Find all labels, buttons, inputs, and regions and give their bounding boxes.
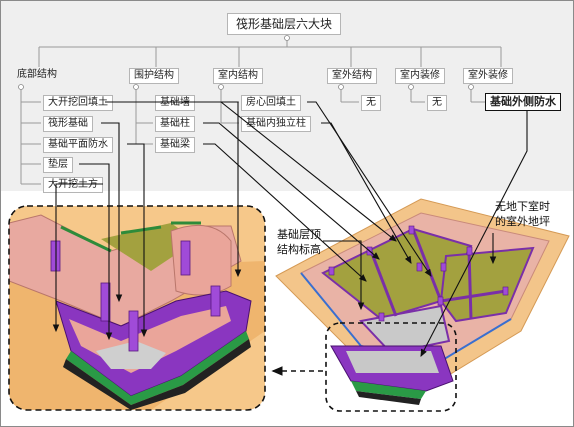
- item-plane-waterproofing: 基础平面防水: [43, 137, 113, 153]
- category-outdoor-decoration: 室外装修: [463, 68, 513, 84]
- zoom-source-frame: [325, 322, 457, 412]
- foundation-zoom-view: [9, 206, 265, 410]
- item-independent-column: 基础内独立柱: [241, 116, 311, 132]
- item-foundation-beam: 基础梁: [155, 137, 195, 153]
- top-elevation-label: 基础层顶 结构标高: [277, 227, 321, 257]
- outdoor-structure-none: 无: [361, 95, 381, 111]
- no-basement-label: 无地下室时 的室外地坪: [495, 199, 550, 229]
- item-cushion: 垫层: [43, 157, 73, 173]
- item-raft-foundation: 筏形基础: [43, 116, 93, 132]
- zoom-frame: [8, 205, 266, 411]
- no-basement-line1: 无地下室时: [495, 200, 550, 213]
- indoor-decoration-none: 无: [427, 95, 447, 111]
- foundation-model-right: [275, 198, 570, 405]
- no-basement-line2: 的室外地坪: [495, 215, 550, 228]
- category-indoor-structure: 室内结构: [213, 68, 263, 84]
- item-room-backfill: 房心回填土: [241, 95, 301, 111]
- item-backfill: 大开挖回填土: [43, 95, 113, 111]
- top-elevation-line2: 结构标高: [277, 243, 321, 256]
- category-enclosure-structure: 围护结构: [129, 68, 179, 84]
- category-bottom-structure: 底部结构: [17, 69, 57, 80]
- top-elevation-line1: 基础层顶: [277, 228, 321, 241]
- pointer-arrows: [52, 101, 528, 357]
- item-foundation-column: 基础柱: [155, 116, 195, 132]
- category-indoor-decoration: 室内装修: [395, 68, 445, 84]
- tree-root: 筏形基础层六大块: [227, 13, 342, 35]
- item-exterior-waterproofing: 基础外侧防水: [485, 93, 561, 111]
- category-outdoor-structure: 室外结构: [327, 68, 377, 84]
